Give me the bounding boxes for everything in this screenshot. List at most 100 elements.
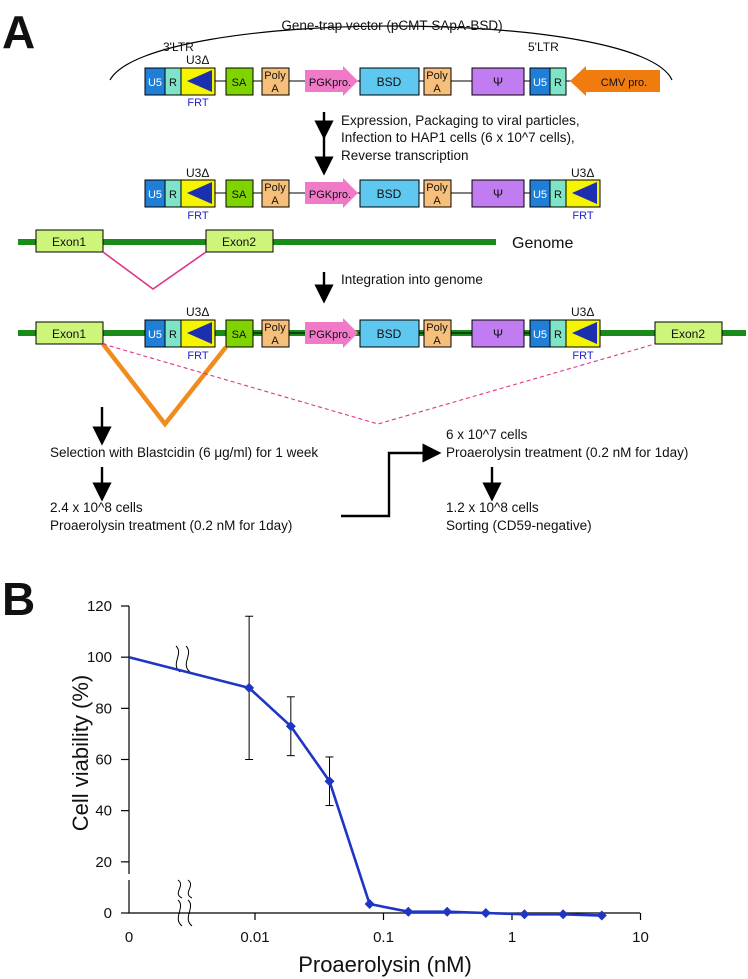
step1-line1: Expression, Packaging to viral particles… [341,113,580,128]
r-label-3: R [169,189,177,201]
vector-construct: U5 R FRT SA Poly A PGKpro. BSD Poly A Ψ … [144,66,660,109]
y-tick-label-4: 80 [95,700,112,717]
polyA-label-4: A [433,195,441,207]
frt-triangle-3 [572,182,597,204]
provirus-construct: U5 R FRT SA Poly A PGKpro. BSD Poly A Ψ … [144,178,601,222]
vector-title: Gene-trap vector (pCMT-SApA-BSD) [281,18,502,33]
pgk-promoter [305,66,358,96]
u5-label-6: U5 [533,329,547,341]
r-label: R [169,77,177,89]
x-tick-label-0: 0 [125,929,133,946]
frt-triangle-2 [187,182,212,204]
trapped-splice [101,342,228,428]
exon1-label-2: Exon1 [52,327,86,341]
sorting-label: Sorting (CD59-negative) [446,518,592,533]
frt-label-3: FRT [572,210,593,222]
sa-label: SA [232,77,247,89]
y-tick-label-6: 120 [87,598,112,615]
u3d-label: U3Δ [186,53,209,67]
polyA-label: A [271,83,279,95]
u5-label-2: U5 [533,77,547,89]
pgk-label-3: PGKpro. [309,329,351,341]
bsd-label: BSD [377,75,402,89]
selection-label: Selection with Blastcidin (6 μg/ml) for … [50,445,318,460]
y-tick-label-5: 100 [87,649,112,666]
ltr3-label: 3'LTR [163,40,194,54]
data-point-6 [442,906,453,917]
x-tick-label-2: 0.1 [373,929,394,946]
r-label-5: R [169,329,177,341]
integrated-construct: Exon1 U5 R FRT SA Poly A PGKpro. BSD Pol… [18,318,746,428]
sa-label-2: SA [232,189,247,201]
pgk-promoter-3 [305,318,358,348]
polyA-label-3: A [271,195,279,207]
genome-row: Exon1 Exon2 [18,229,496,290]
cells1-label: 2.4 x 10^8 cells [50,500,143,515]
x-tick-label-3: 1 [508,929,516,946]
panel-b-label: B [2,573,35,625]
frt-triangle [187,70,212,92]
u3d-label-row2-left: U3Δ [186,166,209,180]
data-point-8 [519,909,530,920]
pgk-promoter-2 [305,178,358,208]
exon1-label: Exon1 [52,235,86,249]
r-label-4: R [554,189,562,201]
pgk-label-2: PGKpro. [309,189,351,201]
frt-label: FRT [187,97,208,109]
u5-label-3: U5 [148,189,162,201]
poly-label-4: Poly [426,182,448,194]
x-tick-label-4: 10 [632,929,649,946]
poly-label-5: Poly [264,322,286,334]
data-point-9 [558,909,569,920]
y-tick-label-0: 0 [104,905,112,922]
data-point-7 [480,908,491,918]
poly-label: Poly [264,70,286,82]
u3d-label-row2-right: U3Δ [571,166,594,180]
treat1-label: Proaerolysin treatment (0.2 nM for 1day) [50,518,292,533]
cells3-label: 1.2 x 10^8 cells [446,500,539,515]
cmv-promoter [570,66,660,96]
bsd-label-3: BSD [377,327,402,341]
data-point-5 [403,906,414,917]
u5-label-4: U5 [533,189,547,201]
sa-label-3: SA [232,329,247,341]
step1-line3: Reverse transcription [341,148,469,163]
polyA-label-2: A [433,83,441,95]
poly-label-3: Poly [264,182,286,194]
x-axis-title: Proaerolysin (nM) [298,952,472,977]
poly-label-6: Poly [426,322,448,334]
u5-label-5: U5 [148,329,162,341]
vector-arc [109,25,673,81]
y-axis-title: Cell viability (%) [68,675,93,831]
psi-label-3: Ψ [493,327,503,341]
y-break-mark-1 [177,879,183,899]
frt-triangle-4 [187,322,212,344]
polyA-label-5: A [271,335,279,347]
data-point-2 [285,721,296,732]
bypassed-splice [102,343,656,425]
panel-a-label: A [2,6,35,58]
x-break-mark-2 [187,899,193,927]
y-break-mark-2 [187,879,193,899]
pgk-label: PGKpro. [309,77,351,89]
ltr5-label: 5'LTR [528,40,559,54]
data-point-3 [324,776,335,787]
psi-label: Ψ [493,75,503,89]
x-tick-label-1: 0.01 [240,929,269,946]
frt-label-2: FRT [187,210,208,222]
data-point-4 [364,899,375,910]
step2-label: Integration into genome [341,272,483,287]
flow-connector [341,443,442,518]
data-point-1 [244,682,255,693]
x-break-mark-1 [177,899,183,927]
u5-label: U5 [148,77,162,89]
treat2-label: Proaerolysin treatment (0.2 nM for 1day) [446,445,688,460]
series-line [128,655,602,917]
curve-break-mark-2 [185,645,191,673]
frt-triangle-5 [572,322,597,344]
polyA-label-6: A [433,335,441,347]
native-splice [102,251,207,290]
psi-label-2: Ψ [493,187,503,201]
